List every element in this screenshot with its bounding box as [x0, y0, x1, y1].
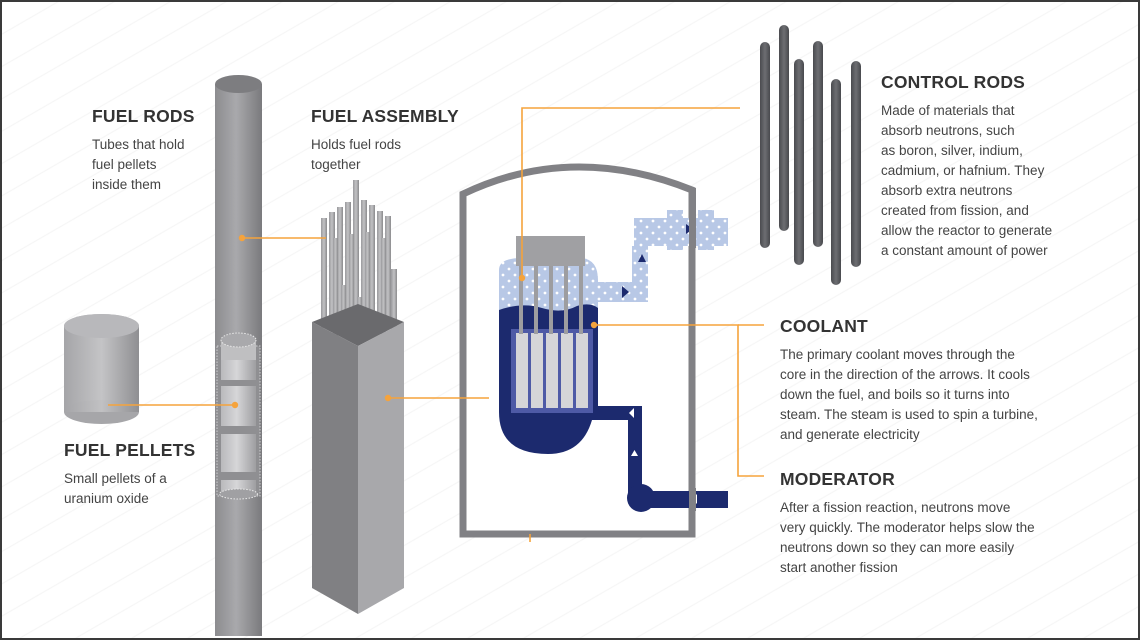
leader-control-rods	[521, 107, 740, 278]
control-rods-heading: CONTROL RODS	[881, 72, 1026, 92]
label-coolant: COOLANT The primary coolant moves throug…	[780, 316, 1110, 445]
control-rods-illustration	[760, 25, 861, 285]
fuel-pellets-heading: FUEL PELLETS	[64, 440, 196, 460]
fuel-rods-description: Tubes that hold fuel pellets inside them	[92, 137, 185, 192]
reactor-vessel	[499, 236, 628, 454]
fuel-pellets-description: Small pellets of a uranium oxide	[64, 471, 167, 506]
leader-coolant	[594, 324, 764, 477]
label-control-rods: CONTROL RODS Made of materials that abso…	[881, 72, 1121, 261]
moderator-description: After a fission reaction, neutrons move …	[780, 500, 1035, 575]
fuel-assembly-heading: FUEL ASSEMBLY	[311, 106, 459, 126]
fuel-rod-illustration	[215, 75, 262, 636]
leader-dots	[231, 234, 598, 409]
label-moderator: MODERATOR After a fission reaction, neut…	[780, 469, 1110, 578]
label-fuel-pellets: FUEL PELLETS Small pellets of a uranium …	[64, 440, 214, 509]
leader-lines	[108, 107, 764, 542]
label-fuel-assembly: FUEL ASSEMBLY Holds fuel rods together	[311, 106, 491, 175]
coolant-heading: COOLANT	[780, 316, 868, 336]
control-rods-description: Made of materials that absorb neutrons, …	[881, 103, 1053, 258]
fuel-assembly-illustration	[312, 180, 404, 614]
fuel-rods-heading: FUEL RODS	[92, 106, 195, 126]
moderator-heading: MODERATOR	[780, 469, 895, 489]
coolant-description: The primary coolant moves through the co…	[780, 347, 1038, 442]
label-fuel-rods: FUEL RODS Tubes that hold fuel pellets i…	[92, 106, 232, 195]
fuel-pellet-illustration	[64, 314, 139, 424]
fuel-assembly-description: Holds fuel rods together	[311, 137, 402, 172]
coolant-return-pipe	[627, 406, 728, 512]
